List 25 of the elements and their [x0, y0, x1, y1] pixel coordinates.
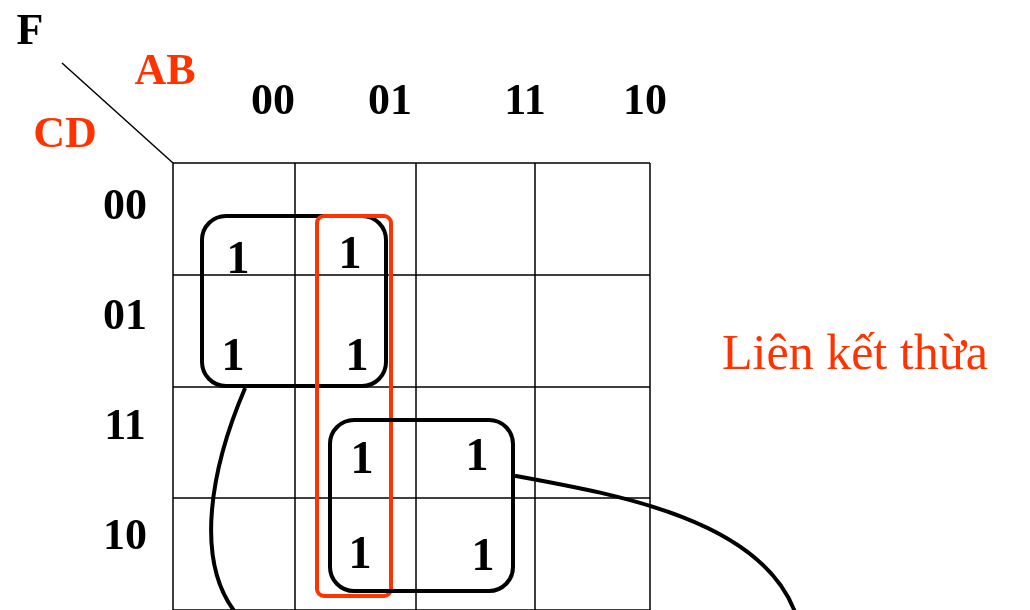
cell-value: 1 — [465, 432, 489, 478]
column-header: 10 — [623, 78, 667, 122]
cell-value: 1 — [471, 532, 495, 578]
function-name: F — [16, 8, 44, 52]
cell-value: 1 — [345, 332, 369, 378]
row-variables: CD — [33, 111, 97, 155]
connector-curve — [514, 473, 797, 610]
cell-value: 1 — [350, 435, 374, 481]
column-header: 11 — [504, 78, 546, 122]
column-header: 01 — [368, 78, 412, 122]
cell-value: 1 — [348, 530, 372, 576]
column-header: 00 — [251, 78, 295, 122]
row-header: 11 — [104, 403, 146, 447]
column-variables: AB — [134, 48, 196, 92]
grouping-loop — [328, 418, 515, 593]
cell-value: 1 — [338, 230, 362, 276]
connector-curve — [209, 387, 247, 610]
grouping-loop — [315, 214, 393, 598]
annotation-text: Liên kết thừa — [722, 327, 988, 377]
grouping-loop — [200, 214, 388, 388]
row-header: 10 — [103, 513, 147, 557]
row-header: 01 — [103, 293, 147, 337]
row-header: 00 — [103, 183, 147, 227]
cell-value: 1 — [226, 235, 250, 281]
cell-value: 1 — [221, 332, 245, 378]
